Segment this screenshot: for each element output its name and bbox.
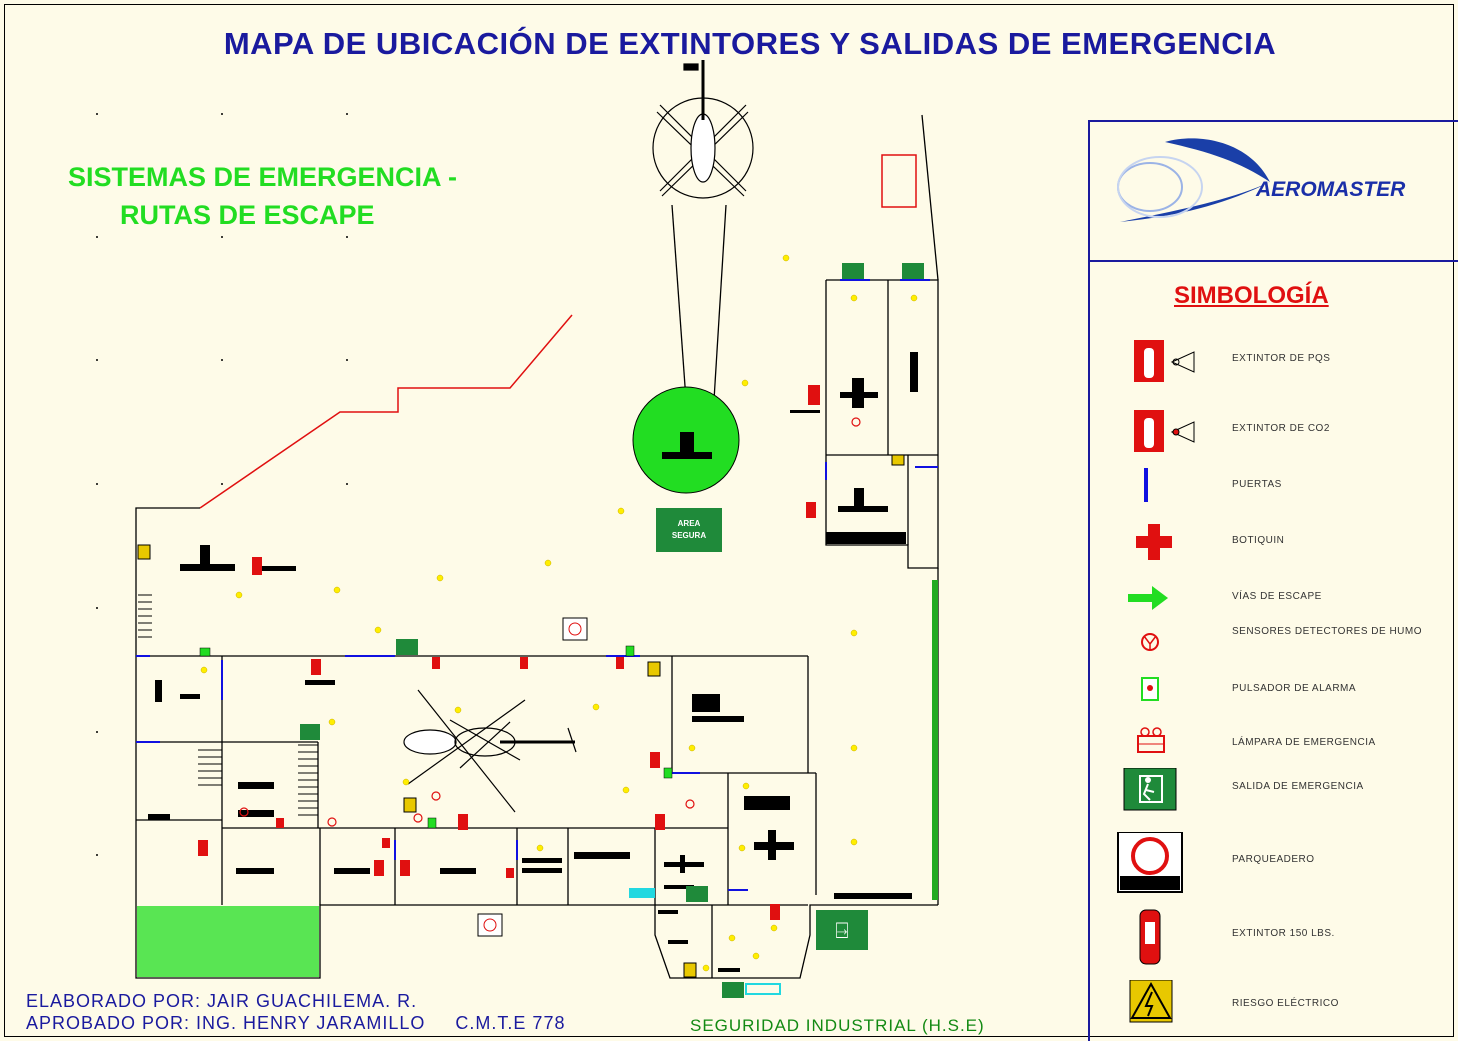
smoke-detector-icon: [1114, 622, 1214, 662]
legend-title: SIMBOLOGÍA: [1174, 282, 1329, 309]
legend-label: VÍAS DE ESCAPE: [1232, 591, 1322, 602]
department-label: SEGURIDAD INDUSTRIAL (H.S.E): [690, 1016, 985, 1035]
emergency-exit-icon: [1114, 767, 1214, 811]
water-tank-2: [745, 983, 781, 995]
hangar-helicopter-icon: [403, 689, 577, 813]
legend-item-puertas: PUERTAS: [1090, 466, 1458, 506]
legend-item-extintor-150: EXTINTOR 150 LBS.: [1090, 908, 1458, 965]
safe-area-label-2: SEGURA: [672, 531, 706, 540]
extinguishers: [198, 154, 917, 920]
electrical-risk-signs: [137, 454, 905, 978]
credits: ELABORADO POR: JAIR GUACHILEMA. R. APROB…: [26, 990, 565, 1034]
subtitle-line-1: SISTEMAS DE EMERGENCIA -: [68, 162, 458, 192]
alarm-button-icon: [1114, 670, 1214, 710]
legend-label: RIESGO ELÉCTRICO: [1232, 998, 1339, 1009]
extinguisher-150-icon: [1114, 908, 1214, 965]
helicopter-icon: [652, 60, 754, 199]
electrical-risk-icon: [1114, 979, 1214, 1030]
safe-area-label-1: AREA: [678, 519, 701, 528]
legend-label: LÁMPARA DE EMERGENCIA: [1232, 737, 1376, 748]
legend-item-riesgo: RIESGO ELÉCTRICO: [1090, 979, 1458, 1030]
escape-arrows: [200, 254, 918, 972]
legend-item-lampara: LÁMPARA DE EMERGENCIA: [1090, 724, 1458, 764]
smoke-detectors: [239, 417, 861, 827]
legend-label: EXTINTOR DE CO2: [1232, 423, 1330, 434]
map-title: MAPA DE UBICACIÓN DE EXTINTORES Y SALIDA…: [223, 26, 1277, 61]
aeromaster-logo-icon: [1117, 138, 1270, 222]
extinguisher-co2-icon: [1114, 410, 1214, 452]
legend-label: PULSADOR DE ALARMA: [1232, 683, 1357, 694]
extinguisher-pqs-icon: [1114, 340, 1214, 382]
logo-box: AEROMASTER: [1090, 122, 1458, 262]
door-icon: [1114, 466, 1214, 506]
floor-plan: AREA SEGURA ⍈: [96, 60, 939, 998]
legend-label: BOTIQUIN: [1232, 535, 1285, 546]
legend-label: PARQUEADERO: [1232, 854, 1315, 865]
green-strip: [932, 580, 938, 900]
parking-signs: [477, 617, 588, 937]
escape-arrow-icon: [1114, 578, 1214, 618]
first-aid-icon: [1114, 522, 1214, 562]
subtitle-line-2: RUTAS DE ESCAPE: [120, 200, 375, 230]
legend-item-parqueadero: PARQUEADERO: [1090, 831, 1458, 893]
legend-item-vias-escape: VÍAS DE ESCAPE: [1090, 578, 1458, 618]
green-area: [137, 906, 319, 977]
emergency-lamp-icon: [1114, 724, 1214, 764]
svg-text:⍈: ⍈: [835, 919, 848, 944]
grid-dots: [96, 113, 348, 856]
map-frame: [4, 4, 1454, 1037]
helipad: [632, 386, 740, 494]
map-subtitle: SISTEMAS DE EMERGENCIA - RUTAS DE ESCAPE: [68, 158, 457, 234]
legend-panel: AEROMASTER SIMBOLOGÍA EXTINTOR DE PQS EX…: [1088, 120, 1458, 1041]
furniture: [148, 352, 918, 972]
legend-item-pulsador: PULSADOR DE ALARMA: [1090, 670, 1458, 710]
doors: [136, 279, 938, 891]
legend-item-salida: SALIDA DE EMERGENCIA: [1090, 767, 1458, 811]
logo-text: AEROMASTER: [1256, 178, 1406, 201]
legend-item-extintor-co2: EXTINTOR DE CO2: [1090, 410, 1458, 452]
parking-icon: [1114, 831, 1214, 893]
perimeter-fence: [199, 314, 573, 509]
legend-label: PUERTAS: [1232, 479, 1282, 490]
legend-label: EXTINTOR DE PQS: [1232, 353, 1331, 364]
water-tank: [629, 888, 655, 898]
stairs: [138, 594, 318, 816]
legend-item-sensores: SENSORES DETECTORES DE HUMO: [1090, 622, 1458, 662]
legend-label: SENSORES DETECTORES DE HUMO: [1232, 626, 1423, 637]
legend-item-botiquin: BOTIQUIN: [1090, 522, 1458, 562]
alarm-buttons: [199, 645, 673, 829]
safe-area-sign: AREA SEGURA: [656, 508, 722, 552]
approved-by: APROBADO POR: ING. HENRY JARAMILLO C.M.T…: [26, 1013, 566, 1033]
elaborated-by: ELABORADO POR: JAIR GUACHILEMA. R.: [26, 991, 418, 1011]
legend-label: SALIDA DE EMERGENCIA: [1232, 781, 1364, 792]
legend-item-extintor-pqs: EXTINTOR DE PQS: [1090, 340, 1458, 382]
emergency-exit-signs: ⍈: [300, 263, 924, 998]
legend-label: EXTINTOR 150 LBS.: [1232, 928, 1335, 939]
